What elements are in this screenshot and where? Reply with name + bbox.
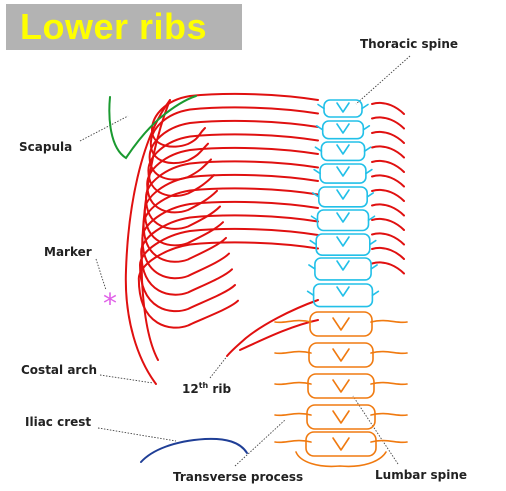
label-lumbar-spine: Lumbar spine xyxy=(375,468,468,482)
thoracic-process-2 xyxy=(315,125,371,131)
lumbar-left-transverse-4 xyxy=(274,412,312,417)
right-rib-stub-2 xyxy=(371,116,405,130)
right-rib-stub-8 xyxy=(371,203,405,217)
thoracic-process-8 xyxy=(308,264,378,270)
right-rib-stub-6 xyxy=(371,174,405,188)
page-title: Lower ribs xyxy=(20,6,208,47)
leader-transverse-process xyxy=(234,419,286,467)
thoracic-vertebra-5 xyxy=(317,186,368,208)
lumbar-left-transverse-2 xyxy=(274,350,312,355)
thoracic-spinous-5 xyxy=(336,189,350,200)
lumbar-right-transverse-3 xyxy=(370,381,408,386)
leader-lumbar-spine xyxy=(352,395,399,465)
thoracic-vertebra-2 xyxy=(321,120,365,140)
leader-marker xyxy=(95,258,107,291)
thoracic-spinous-2 xyxy=(336,123,350,134)
lumbar-left-transverse-3 xyxy=(274,381,312,386)
thoracic-vertebra-3 xyxy=(320,141,366,162)
lumbar-right-transverse-2 xyxy=(370,350,408,355)
rib-ordinal-suffix: th xyxy=(198,381,209,390)
lumbar-vertebra-3 xyxy=(307,373,375,399)
iliac-crest-outline xyxy=(140,437,248,463)
thoracic-vertebra-1 xyxy=(323,99,363,118)
leader-scapula xyxy=(79,115,129,142)
thoracic-process-6 xyxy=(310,215,376,222)
lumbar-spinous-1 xyxy=(332,317,350,331)
leader-iliac-crest xyxy=(97,427,177,442)
right-rib-stub-7 xyxy=(371,189,405,202)
right-rib-stub-3 xyxy=(371,131,405,144)
label-12th-rib: 12th rib xyxy=(182,381,231,396)
right-rib-stub-10 xyxy=(371,232,405,246)
right-rib-stub-4 xyxy=(371,145,405,159)
lumbar-spinous-4 xyxy=(332,410,350,424)
right-rib-stub-11 xyxy=(371,247,405,260)
thoracic-process-9 xyxy=(306,290,380,297)
lumbar-vertebrae xyxy=(274,311,408,468)
rib-word: rib xyxy=(208,382,232,396)
right-rib-stub-9 xyxy=(371,218,405,231)
right-rib-stub-12 xyxy=(371,261,405,275)
lumbar-spinous-3 xyxy=(332,379,350,393)
right-rib-stub-5 xyxy=(371,160,405,173)
lumbar-spinous-5 xyxy=(332,437,350,451)
label-costal-arch: Costal arch xyxy=(21,363,97,377)
lumbar-vertebra-1 xyxy=(309,311,373,337)
thoracic-spinous-3 xyxy=(336,144,350,155)
lumbar-left-transverse-5 xyxy=(274,439,312,444)
label-iliac-crest: Iliac crest xyxy=(25,415,92,429)
lumbar-spinous-2 xyxy=(332,348,350,362)
rib-2 xyxy=(149,106,319,165)
rib-12 xyxy=(137,241,319,329)
scapula-outline xyxy=(108,95,197,160)
ribs xyxy=(124,92,405,385)
label-thoracic-spine: Thoracic spine xyxy=(360,37,459,51)
inner-rib-contour xyxy=(140,99,171,361)
thoracic-spinous-1 xyxy=(336,102,350,113)
thoracic-process-7 xyxy=(309,239,377,246)
thoracic-process-3 xyxy=(314,146,372,152)
rib-number: 12 xyxy=(182,382,199,396)
thoracic-vertebrae xyxy=(306,99,380,308)
lumbar-vertebra-5 xyxy=(305,431,377,457)
leader-costal-arch xyxy=(99,374,154,384)
rib-11 xyxy=(139,227,319,313)
label-scapula: Scapula xyxy=(19,140,73,154)
thoracic-process-4 xyxy=(313,168,373,175)
lumbar-vertebra-2 xyxy=(308,342,374,368)
rib-9 xyxy=(141,200,319,280)
lumbar-left-transverse-1 xyxy=(274,319,312,324)
costal-arch-contour xyxy=(124,99,171,385)
marker-asterisk: * xyxy=(103,287,117,320)
leader-thoracic-spine xyxy=(355,55,411,105)
thoracic-process-1 xyxy=(317,103,369,110)
thoracic-vertebra-4 xyxy=(319,163,367,184)
lumbar-right-transverse-5 xyxy=(370,439,408,444)
rib-12-lower xyxy=(239,319,319,351)
lumbar-right-transverse-4 xyxy=(370,412,408,417)
sacrum-top xyxy=(295,451,387,468)
leader-12th-rib xyxy=(209,354,229,379)
rib-12-free xyxy=(226,299,319,357)
right-rib-stub-1 xyxy=(371,102,405,115)
thoracic-spinous-4 xyxy=(336,166,350,177)
rib-3 xyxy=(148,119,319,181)
thoracic-spinous-7 xyxy=(336,236,350,247)
thoracic-process-5 xyxy=(312,192,374,198)
thoracic-spinous-8 xyxy=(336,260,350,271)
leader-lines xyxy=(79,55,411,467)
thoracic-spinous-9 xyxy=(336,286,350,297)
title-banner: Lower ribs xyxy=(6,4,242,50)
lumbar-right-transverse-1 xyxy=(370,319,408,324)
label-marker: Marker xyxy=(44,245,92,259)
thoracic-spinous-6 xyxy=(336,212,350,223)
label-transverse-process: Transverse process xyxy=(173,470,304,484)
lumbar-vertebra-4 xyxy=(306,404,376,430)
thoracic-vertebra-6 xyxy=(316,209,370,232)
